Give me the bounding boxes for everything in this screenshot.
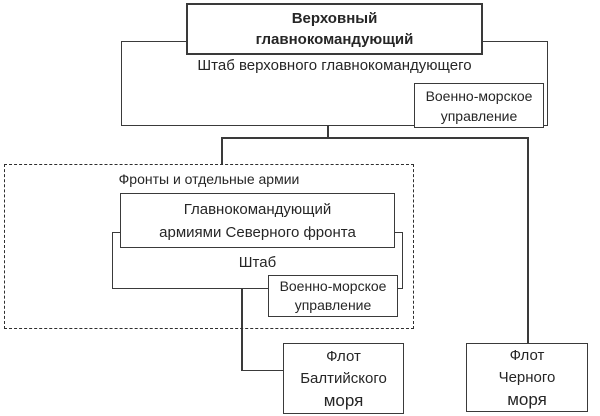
supreme-commander-line: Верховный [291, 10, 378, 27]
connector-bracket-horizontal [221, 137, 529, 139]
black-sea-fleet-line: Черного [498, 368, 556, 386]
naval-directorate-top-box: Военно-морское управление [414, 83, 544, 128]
baltic-fleet-line: Балтийского [300, 369, 387, 387]
northern-front-commander-line: армиями Северного фронта [159, 223, 356, 241]
black-sea-fleet-line: Флот [509, 346, 545, 364]
black-sea-fleet-box: Флот Черного моря [466, 343, 588, 412]
naval-directorate-top-line: управление [440, 107, 518, 124]
baltic-fleet-line: моря [323, 390, 364, 410]
front-hq-label: Штаб [238, 254, 277, 271]
fronts-group-label: Фронты и отдельные армии [118, 171, 300, 187]
connector-baltic-horizontal [241, 369, 285, 371]
northern-front-commander-box: Главнокомандующий армиями Северного фрон… [120, 193, 395, 248]
naval-directorate-front-line: Военно-морское [279, 278, 387, 294]
black-sea-fleet-line: моря [507, 389, 547, 409]
connector-supreme-hq-stub [327, 126, 329, 138]
supreme-commander-line: главнокомандующий [255, 31, 414, 48]
northern-front-commander-line: Главнокомандующий [183, 200, 332, 218]
naval-directorate-top-line: Военно-морское [425, 87, 533, 104]
naval-directorate-front-box: Военно-морское управление [268, 275, 398, 317]
connector-baltic-vertical [241, 289, 243, 371]
baltic-fleet-box: Флот Балтийского моря [283, 343, 404, 414]
connector-black-sea-vertical [527, 137, 529, 343]
naval-directorate-front-line: управление [294, 297, 372, 313]
baltic-fleet-line: Флот [326, 347, 361, 365]
fronts-group-frame [4, 164, 414, 329]
connector-bracket-left [221, 137, 223, 164]
supreme-commander-box: Верховный главнокомандующий [186, 3, 483, 55]
supreme-hq-label: Штаб верховного главнокомандующего [197, 57, 472, 74]
